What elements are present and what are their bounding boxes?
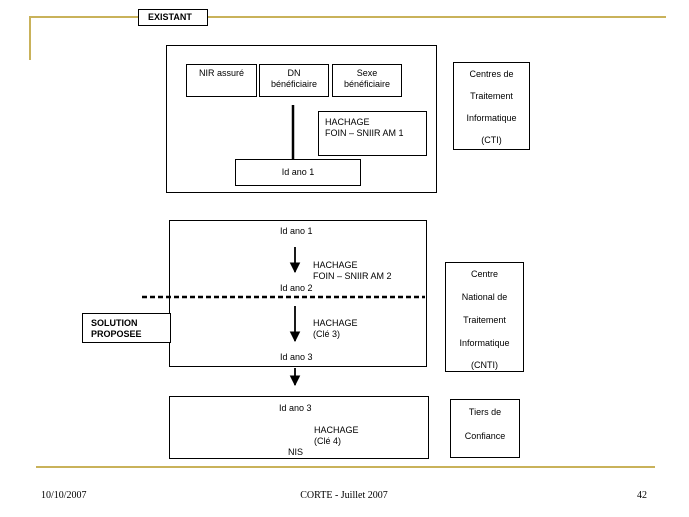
field-dn-line2: bénéficiaire xyxy=(270,79,318,89)
cti-line4: (CTI) xyxy=(481,135,502,145)
cti-line1: Centres de xyxy=(469,69,514,79)
tiers-hachage4-line1: HACHAGE xyxy=(314,425,359,435)
hachage1-line1: HACHAGE xyxy=(325,117,370,127)
cnti-line5: (CNTI) xyxy=(471,360,498,370)
footer-accent-line xyxy=(36,466,655,468)
field-sexe-line1: Sexe xyxy=(356,68,378,78)
hachage1-box: HACHAGE FOIN – SNIIR AM 1 xyxy=(318,111,427,156)
id-ano1-box: Id ano 1 xyxy=(235,159,361,186)
cti-line3: Informatique xyxy=(466,113,517,123)
tiers-container: Id ano 3 HACHAGE (Clé 4) NIS xyxy=(169,396,429,459)
solution-label-line2: PROPOSEE xyxy=(91,329,142,339)
field-sexe-box: Sexe bénéficiaire xyxy=(332,64,402,97)
header-accent-vertical xyxy=(29,16,31,60)
id-ano1-label: Id ano 1 xyxy=(281,167,315,177)
tiers-id-ano3: Id ano 3 xyxy=(279,403,312,413)
solution-label-box: SOLUTION PROPOSEE xyxy=(82,313,171,343)
solution-container xyxy=(169,220,427,367)
header-accent-left xyxy=(29,16,138,18)
tiers-nis: NIS xyxy=(288,447,304,457)
tiers-actor-line1: Tiers de xyxy=(468,407,502,417)
sol-id-ano2: Id ano 2 xyxy=(280,283,313,293)
existant-label: EXISTANT xyxy=(148,12,192,22)
footer-event: CORTE - Juillet 2007 xyxy=(300,490,388,501)
cnti-box: Centre National de Traitement Informatiq… xyxy=(445,262,524,372)
cnti-line1: Centre xyxy=(470,269,498,279)
cnti-line3: Traitement xyxy=(463,315,506,325)
field-sexe-line2: bénéficiaire xyxy=(343,79,391,89)
tiers-actor-box: Tiers de Confiance xyxy=(450,399,520,458)
existant-label-box: EXISTANT xyxy=(138,9,208,26)
tiers-hachage4-line2: (Clé 4) xyxy=(314,436,342,446)
cnti-line4: Informatique xyxy=(459,338,510,348)
field-nir-box: NIR assuré xyxy=(186,64,257,97)
field-nir-label: NIR assuré xyxy=(198,68,244,78)
field-dn-box: DN bénéficiaire xyxy=(259,64,329,97)
cti-line2: Traitement xyxy=(470,91,513,101)
footer-page-number: 42 xyxy=(637,490,647,501)
sol-hachage2-line2: FOIN – SNIIR AM 2 xyxy=(313,271,392,281)
footer-date: 10/10/2007 xyxy=(41,490,87,501)
header-accent-right xyxy=(208,16,666,18)
field-dn-line1: DN xyxy=(287,68,301,78)
sol-hachage3-line2: (Clé 3) xyxy=(313,329,341,339)
tiers-actor-line2: Confiance xyxy=(464,431,506,441)
sol-hachage3-line1: HACHAGE xyxy=(313,318,358,328)
cnti-line2: National de xyxy=(461,292,508,302)
sol-hachage2-line1: HACHAGE xyxy=(313,260,358,270)
hachage1-line2: FOIN – SNIIR AM 1 xyxy=(325,128,404,138)
sol-id-ano1: Id ano 1 xyxy=(280,226,313,236)
cti-box: Centres de Traitement Informatique (CTI) xyxy=(453,62,530,150)
sol-id-ano3: Id ano 3 xyxy=(280,352,313,362)
solution-label-line1: SOLUTION xyxy=(91,318,138,328)
